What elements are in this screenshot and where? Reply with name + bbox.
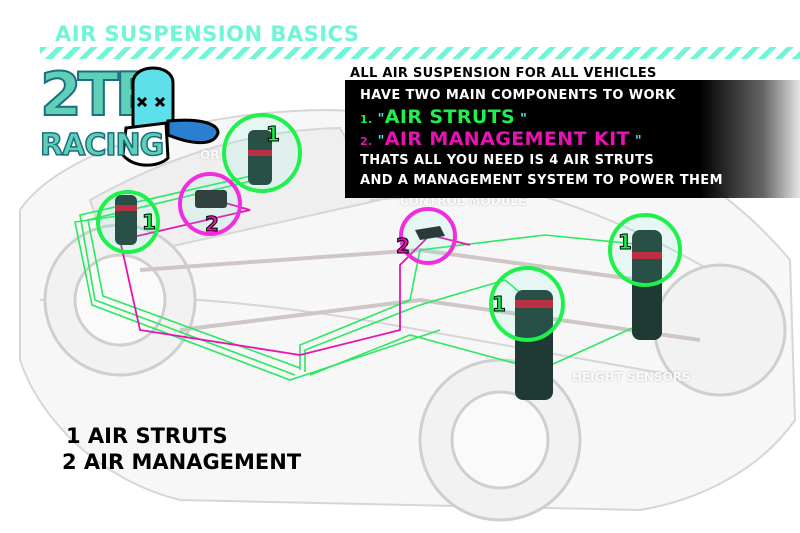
title-stripes xyxy=(40,47,800,59)
circle-mgmt-2 xyxy=(399,207,457,265)
badge-strut: 1 xyxy=(492,292,507,317)
strut-rear-left xyxy=(248,130,272,185)
quote-open: " xyxy=(377,112,385,127)
compressor xyxy=(195,190,227,208)
info-box: HAVE TWO MAIN COMPONENTS TO WORK 1. "AIR… xyxy=(345,80,800,198)
air-lines-magenta xyxy=(118,199,471,356)
item1-number: 1. xyxy=(360,113,373,126)
mascot-icon xyxy=(121,66,220,167)
info-line-4: THATS ALL YOU NEED IS 4 AIR STRUTS xyxy=(360,153,655,168)
quote-open: " xyxy=(377,134,385,149)
circle-strut-3 xyxy=(489,266,565,342)
page-title: AIR SUSPENSION BASICS xyxy=(55,22,360,46)
badge-management: 2 xyxy=(205,212,220,237)
circle-strut-4 xyxy=(608,213,682,287)
air-lines-green xyxy=(74,174,651,381)
info-item-2: 2. "AIR MANAGEMENT KIT " xyxy=(360,128,642,150)
height-sensors-label: HEIGHT SENSORS xyxy=(572,370,691,384)
legend-air-struts: 1 AIR STRUTS xyxy=(66,424,228,448)
highlight-circles xyxy=(96,113,682,342)
badge-strut: 1 xyxy=(266,122,281,147)
strut-front-right xyxy=(515,290,553,400)
quote-close: " xyxy=(520,112,528,127)
info-line-5: AND A MANAGEMENT SYSTEM TO POWER THEM xyxy=(360,173,723,188)
circle-strut-1 xyxy=(222,113,302,193)
quote-close: " xyxy=(634,134,643,149)
item1-label: AIR STRUTS xyxy=(384,106,516,128)
badge-strut: 1 xyxy=(142,210,157,235)
circle-mgmt-1 xyxy=(178,172,242,236)
item2-label: AIR MANAGEMENT KIT xyxy=(384,128,630,150)
legend-air-management: 2 AIR MANAGEMENT xyxy=(62,450,302,474)
compressor-label: OR xyxy=(200,148,220,162)
logo-subtext: RACING xyxy=(39,127,165,164)
info-line-1: HAVE TWO MAIN COMPONENTS TO WORK xyxy=(360,88,676,103)
info-item-1: 1. "AIR STRUTS " xyxy=(360,106,527,128)
circle-strut-2 xyxy=(96,190,160,254)
item2-number: 2. xyxy=(360,135,373,148)
badge-strut: 1 xyxy=(618,230,633,255)
brand-logo: 2TB RACING xyxy=(38,59,220,168)
intro-text: ALL AIR SUSPENSION FOR ALL VEHICLES xyxy=(350,66,657,81)
badge-management: 2 xyxy=(396,234,411,259)
control-module xyxy=(415,226,445,240)
